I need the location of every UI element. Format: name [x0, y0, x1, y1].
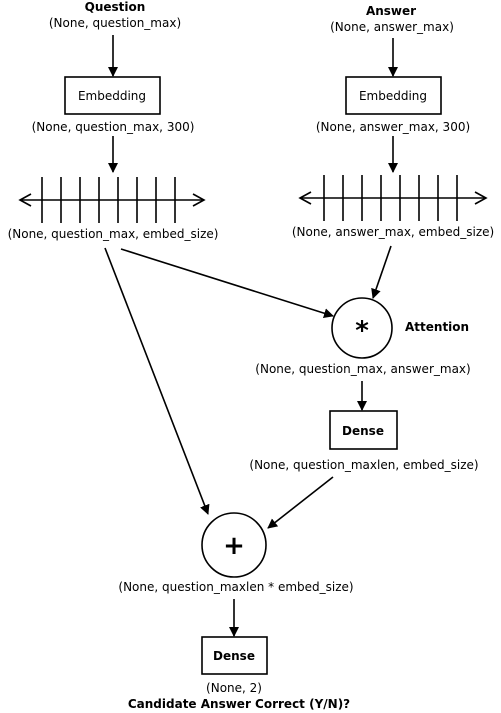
add-symbol: +: [223, 531, 245, 561]
question-embedding-box: [64, 76, 161, 115]
edge-question-to-add: [104, 247, 210, 515]
answer-vector-right-arrow: [474, 191, 488, 205]
add-node: [201, 512, 267, 578]
question-input-shape: (None, question_max): [49, 16, 181, 30]
dense-2-shape: (None, 2): [206, 681, 262, 695]
edge-dense-to-add: [267, 476, 334, 529]
attention-symbol: *: [355, 316, 369, 346]
answer-vector-left-arrow: [298, 191, 312, 205]
answer-embedding-vectors: [298, 175, 488, 221]
answer-embedding-shape: (None, answer_max, 300): [316, 120, 470, 134]
question-vector-left-arrow: [18, 193, 32, 207]
answer-embed-shape: (None, answer_max, embed_size): [292, 225, 494, 239]
dense-2-label: Dense: [213, 649, 255, 663]
edge-question-to-attention: [120, 248, 334, 319]
output-label: Candidate Answer Correct (Y/N)?: [128, 697, 350, 711]
answer-embedding-box: [345, 76, 442, 115]
answer-embedding-label: Embedding: [359, 89, 427, 103]
answer-title: Answer: [366, 4, 416, 18]
edge-answer-to-attention: [371, 245, 392, 299]
question-embed-shape: (None, question_max, embed_size): [8, 227, 219, 241]
dense-2-box: [201, 636, 268, 675]
add-shape: (None, question_maxlen * embed_size): [118, 580, 353, 594]
attention-shape: (None, question_max, answer_max): [255, 362, 470, 376]
question-embedding-vectors: [18, 177, 206, 223]
dense-1-shape: (None, question_maxlen, embed_size): [249, 458, 478, 472]
attention-node: [331, 297, 393, 359]
question-title: Question: [85, 0, 146, 14]
answer-input-shape: (None, answer_max): [330, 20, 454, 34]
dense-1-box: [329, 410, 398, 450]
question-embedding-label: Embedding: [78, 89, 146, 103]
question-embedding-shape: (None, question_max, 300): [32, 120, 195, 134]
question-vector-right-arrow: [192, 193, 206, 207]
dense-1-label: Dense: [342, 424, 384, 438]
attention-label: Attention: [405, 320, 469, 334]
